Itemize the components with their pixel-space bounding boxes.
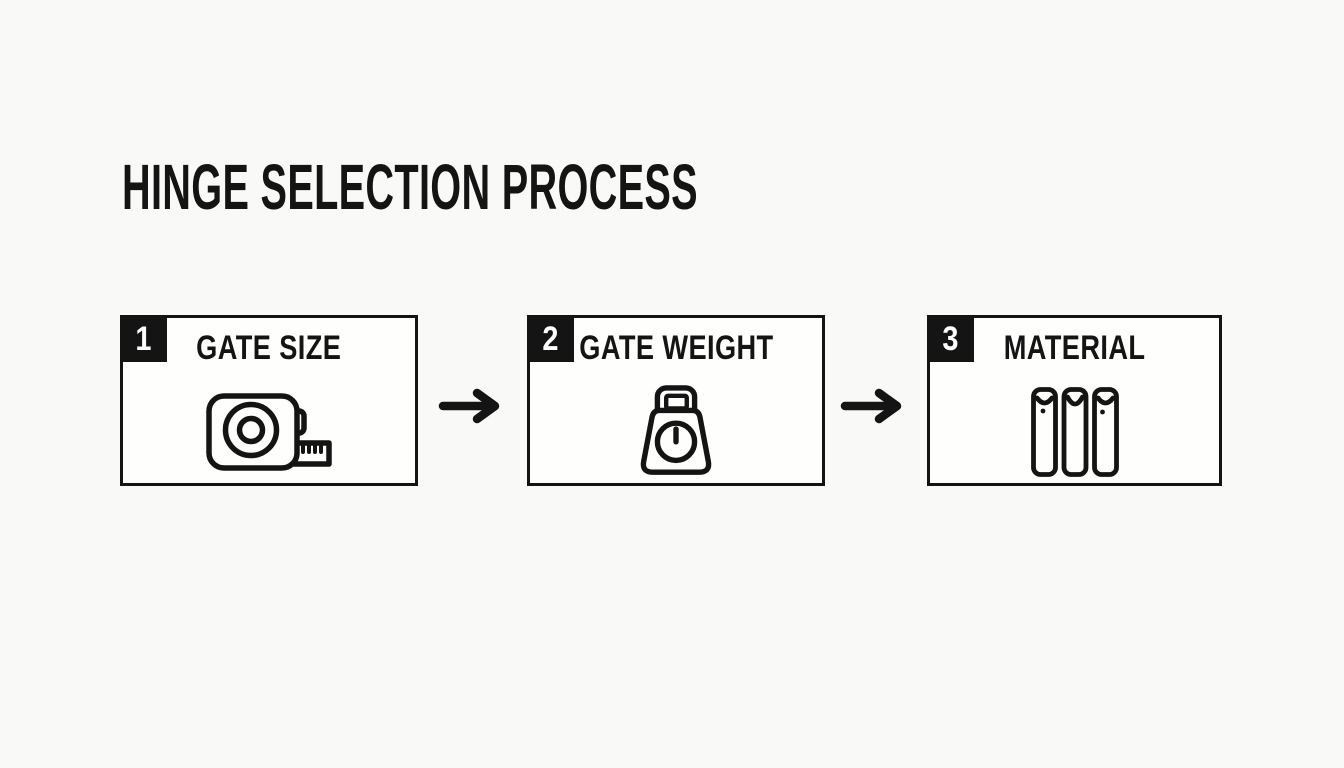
step-box-gate-size: 1 GATE SIZE xyxy=(120,315,418,486)
step-1-icon-area xyxy=(123,380,415,483)
step-1-label-text: GATE SIZE xyxy=(196,329,342,367)
step-2-number-badge: 2 xyxy=(527,315,574,362)
weight-icon xyxy=(640,384,712,475)
step-box-material: 3 MATERIAL xyxy=(927,315,1222,486)
page-title-text: HINGE SELECTION PROCESS xyxy=(122,151,698,223)
right-arrow-icon xyxy=(840,388,902,424)
step-3-icon-area xyxy=(930,380,1219,483)
material-bars-icon xyxy=(1030,386,1119,477)
step-3-label-text: MATERIAL xyxy=(1003,329,1146,367)
step-1-label: GATE SIZE xyxy=(123,331,415,365)
step-2-number: 2 xyxy=(542,319,559,358)
step-3-label: MATERIAL xyxy=(930,331,1219,365)
step-2-icon-area xyxy=(530,380,822,483)
step-2-label: GATE WEIGHT xyxy=(530,331,822,365)
page-title: HINGE SELECTION PROCESS xyxy=(122,155,1051,219)
step-1-number-badge: 1 xyxy=(120,315,167,362)
step-3-number-badge: 3 xyxy=(927,315,974,362)
tape-measure-icon xyxy=(206,392,332,471)
step-2-label-text: GATE WEIGHT xyxy=(578,329,774,367)
step-box-gate-weight: 2 GATE WEIGHT xyxy=(527,315,825,486)
right-arrow-icon xyxy=(438,388,500,424)
step-1-number: 1 xyxy=(135,319,152,358)
step-3-number: 3 xyxy=(942,319,959,358)
